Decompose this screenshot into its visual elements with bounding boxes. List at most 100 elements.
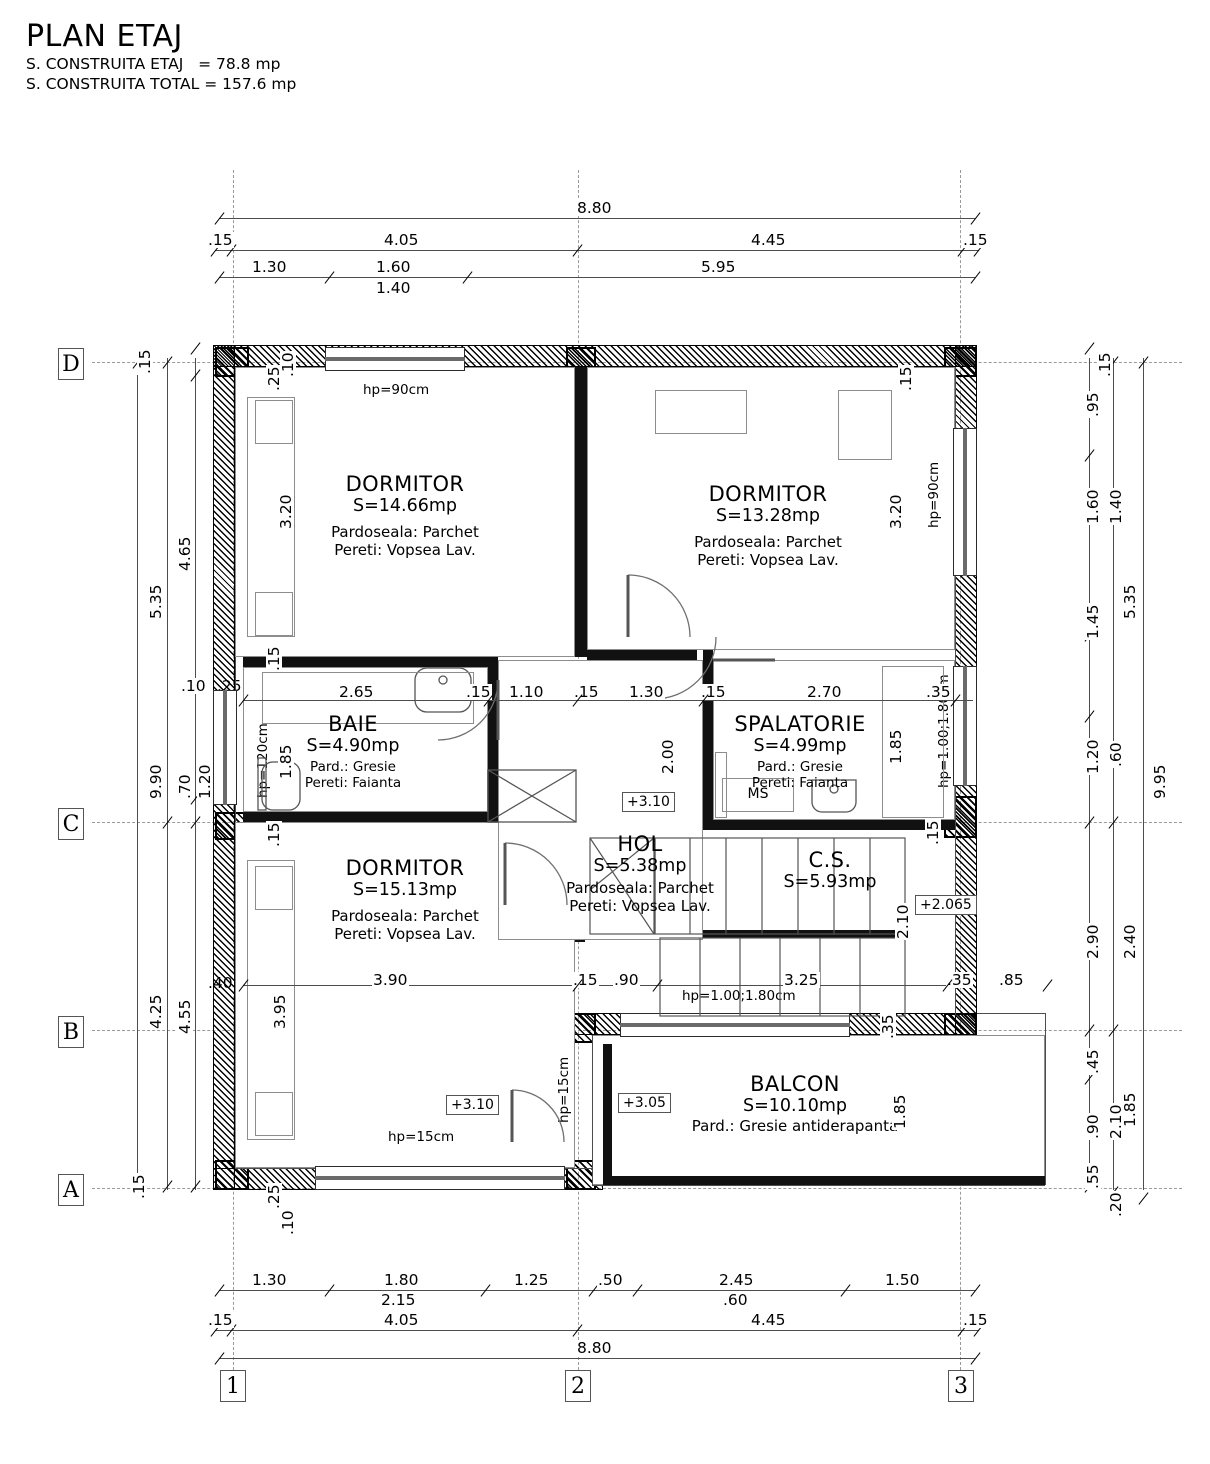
dim-top-130: 1.30 xyxy=(251,258,288,276)
room-area: S=13.28mp xyxy=(715,506,821,526)
balcony-parapet-bottom xyxy=(603,1176,1045,1185)
dim-bot-880: 8.80 xyxy=(576,1339,613,1357)
partition-wall-v-bath-right xyxy=(488,657,498,822)
dim-top-880: 8.80 xyxy=(576,199,613,217)
partition-wall-h-corridor xyxy=(243,812,588,822)
dim-int-15b: .15 xyxy=(573,683,600,701)
dim-int-35-lower: .35 xyxy=(946,971,973,989)
dim-int-270: 2.70 xyxy=(806,683,843,701)
dim-int-15a: .15 xyxy=(465,683,492,701)
dim-top-15-right: .15 xyxy=(962,231,989,249)
column-a1 xyxy=(215,347,249,377)
room-name: DORMITOR xyxy=(708,482,828,506)
level-mark-hall: +3.10 xyxy=(622,792,675,812)
window-bar xyxy=(315,1176,565,1180)
nightstand-1 xyxy=(255,400,293,444)
level-mark-stair: +2.065 xyxy=(915,895,977,915)
washing-machine xyxy=(722,778,794,812)
dim-int-15d: .15 xyxy=(572,971,599,989)
room-wall-finish: Pereti: Vopsea Lav. xyxy=(334,925,476,943)
partition-wall-v-center-upper xyxy=(575,367,587,657)
dim-line-top-overall xyxy=(219,218,975,219)
washing-machine-label: MS xyxy=(747,786,769,802)
dim-int-185-bath: 1.85 xyxy=(277,743,295,780)
room-label-balcony: BALCON S=10.10mp Pard.: Gresie antiderap… xyxy=(680,1072,910,1135)
dim-int-110: 1.10 xyxy=(508,683,545,701)
room-label-bedroom-2: DORMITOR S=13.28mp Pardoseala: Parchet P… xyxy=(663,482,873,569)
dim-line-left-mid xyxy=(167,358,168,1190)
room-label-bedroom-3: DORMITOR S=15.13mp Pardoseala: Parchet P… xyxy=(300,856,510,943)
partition-wall-h-spal-bottom xyxy=(703,820,955,830)
stair-landing xyxy=(589,837,655,935)
window-bar xyxy=(223,690,227,805)
stair-lower-flight xyxy=(659,937,906,1017)
room-label-laundry: SPALATORIE S=4.99mp Pard.: Gresie Pereti… xyxy=(715,712,885,791)
dim-int-130: 1.30 xyxy=(628,683,665,701)
room-label-bathroom: BAIE S=4.90mp Pard.: Gresie Pereti: Faia… xyxy=(278,712,428,791)
page-title: PLAN ETAJ xyxy=(26,19,183,54)
dim-int-265: 2.65 xyxy=(338,683,375,701)
dim-int-35-balc: .35 xyxy=(879,1013,897,1040)
dim-int-200: 2.00 xyxy=(659,738,677,775)
title-block: PLAN ETAJ S. CONSTRUITA ETAJ = 78.8 mp S… xyxy=(26,20,296,94)
level-mark-bedroom3: +3.10 xyxy=(446,1095,499,1115)
room-area: S=4.90mp xyxy=(306,736,400,756)
dim-right-85: .85 xyxy=(998,971,1025,989)
room-wall-finish: Pereti: Faianta xyxy=(751,775,849,791)
balcony-parapet-left xyxy=(603,1044,612,1185)
dim-bot-15-right: .15 xyxy=(962,1311,989,1329)
room-floor-finish: Pard.: Gresie xyxy=(757,759,843,775)
dim-int-320-bed1: 3.20 xyxy=(277,493,295,530)
door-arc-bedroom2 xyxy=(627,574,691,638)
dim-line-bot-3 xyxy=(215,1330,979,1331)
door-arc-balcony xyxy=(511,1089,565,1143)
partition-wall-h-bath-top xyxy=(243,657,498,667)
room-name: BALCON xyxy=(750,1072,840,1096)
dim-int-15-bath-top: .15 xyxy=(265,645,283,672)
dim-bot-215: 2.15 xyxy=(380,1291,417,1309)
room-floor-finish: Pardoseala: Parchet xyxy=(331,523,479,541)
balcony-rail-bottom xyxy=(592,1185,1045,1186)
grid-marker-a: A xyxy=(58,1174,84,1206)
dim-int-395: 3.95 xyxy=(271,993,289,1030)
dim-int-320-bed2: 3.20 xyxy=(887,493,905,530)
laundry-counter xyxy=(715,752,727,818)
room-name: DORMITOR xyxy=(345,856,465,880)
room-floor-finish: Pardoseala: Parchet xyxy=(566,879,714,897)
partition-wall-h-bedroom2 xyxy=(587,650,697,660)
level-mark-balcony: +3.05 xyxy=(618,1093,671,1113)
dim-int-15-spal-bot: .15 xyxy=(924,819,942,846)
area-total-line: S. CONSTRUITA TOTAL = 157.6 mp xyxy=(26,75,297,93)
shower-x-2 xyxy=(487,769,577,823)
balcony-edge-outer xyxy=(977,1013,1045,1014)
room-name: HOL xyxy=(617,832,663,856)
wardrobe-bedroom-2 xyxy=(838,390,892,460)
window-label-hp90-north: hp=90cm xyxy=(361,382,432,398)
axis-line-a xyxy=(92,1188,1182,1189)
dim-bot-180: 1.80 xyxy=(383,1271,420,1289)
dim-bot-130: 1.30 xyxy=(251,1271,288,1289)
laundry-shelf xyxy=(882,666,944,818)
window-bar xyxy=(325,357,465,361)
dim-line-bot-4 xyxy=(219,1358,975,1359)
dim-int-10-topleft: .10 xyxy=(279,351,297,378)
room-name: BAIE xyxy=(328,712,378,736)
door-arc-bedroom3 xyxy=(504,842,568,906)
dim-top-405: 4.05 xyxy=(383,231,420,249)
grid-marker-c: C xyxy=(58,808,84,840)
room-area: S=14.66mp xyxy=(352,496,458,516)
dim-int-185-balc: 1.85 xyxy=(891,1093,909,1130)
shower-tray-icon xyxy=(487,769,577,823)
dim-line-right-outer xyxy=(1143,358,1144,1190)
dim-bot-125: 1.25 xyxy=(513,1271,550,1289)
dim-line-left-inner xyxy=(195,358,196,1190)
dim-int-15c: .15 xyxy=(700,683,727,701)
dim-bot-15-left: .15 xyxy=(207,1311,234,1329)
room-area: S=4.99mp xyxy=(753,736,847,756)
dim-int-10-botleft: .10 xyxy=(279,1209,297,1236)
room-area: S=5.38mp xyxy=(593,856,687,876)
dim-bot-445: 4.45 xyxy=(750,1311,787,1329)
room-name: C.S. xyxy=(808,848,852,872)
